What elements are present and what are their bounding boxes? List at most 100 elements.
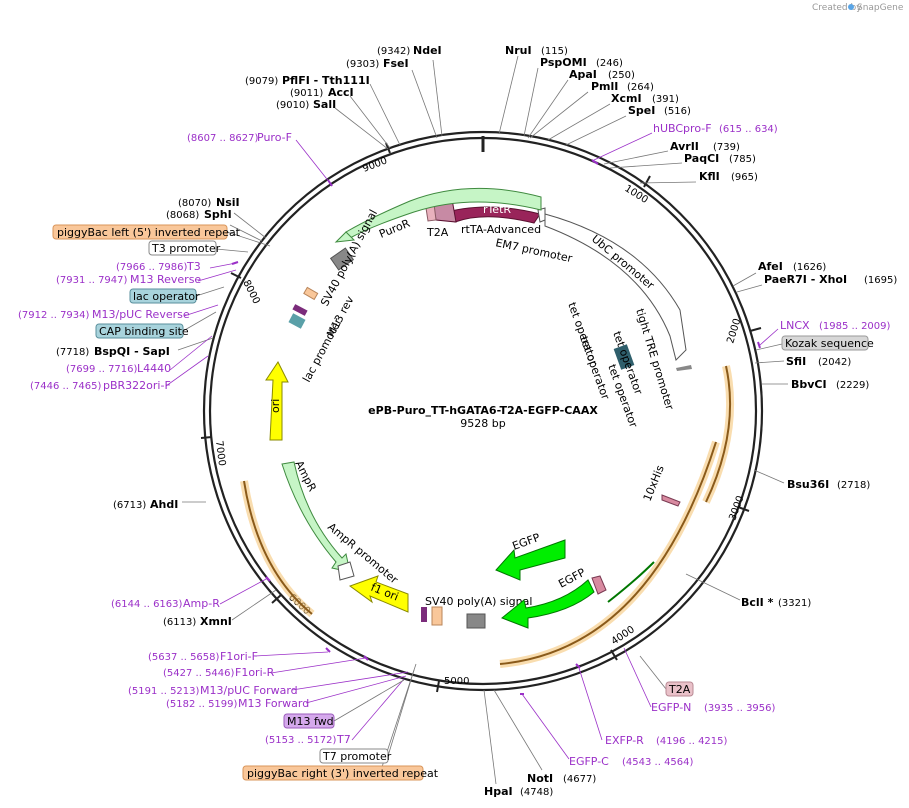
primer-amp-r-coord: (6144 .. 6163) (111, 599, 183, 610)
leader-paqci (609, 162, 683, 169)
primer-lncx-name: LNCX (780, 319, 810, 332)
primer-m13puc-rev-coord: (7912 .. 7934) (18, 310, 90, 321)
site-acci-name: AccI (328, 86, 354, 99)
credit-text: Created by (812, 3, 862, 13)
leader-m13puc-fwd (291, 671, 409, 691)
box-kozak: Kozak sequence (781, 335, 874, 351)
site-sphi-coord: (8068) (166, 210, 199, 221)
site-pspomi-coord: (246) (596, 58, 623, 69)
ori-label: ori (269, 399, 282, 413)
site-bcli-name: BclI * (741, 596, 774, 609)
his-tag-feature (661, 494, 681, 507)
site-ndei-coord: (9342) (377, 46, 410, 57)
piggybac-arc-bottom (499, 441, 717, 665)
leader-afei (732, 272, 757, 287)
rtetr-label: rTetR (483, 203, 511, 216)
primer-marks (231, 159, 761, 695)
box-leaders (182, 231, 783, 768)
primer-m13fwd-coord: (5182 .. 5199) (166, 699, 238, 710)
mark-f1ori-r (363, 655, 369, 661)
leader-f1ori-f (254, 651, 329, 657)
lac-promoter-label: lac promoter (300, 316, 345, 385)
site-sfii-name: SfiI (786, 355, 806, 368)
leader-pflfi (369, 83, 401, 146)
primer-f1ori-r-name: F1ori-R (235, 666, 275, 679)
egfp-feature-2 (501, 579, 595, 629)
rtetr-feature (438, 206, 541, 224)
ampr-feature (281, 461, 351, 573)
box-cap-site: CAP binding site (95, 323, 189, 339)
leader-t2a (639, 655, 667, 690)
site-avrii-coord: (739) (713, 142, 740, 153)
site-xmni-name: XmnI (200, 615, 232, 628)
plasmid-name: ePB-Puro_TT-hGATA6-T2A-EGFP-CAAX (368, 404, 598, 417)
leader-lac-operator (195, 286, 225, 297)
mark-hubcpro-f (591, 159, 599, 165)
tick-label-1000: 1000 (622, 183, 649, 206)
leader-xcmi (547, 103, 611, 141)
primer-egfp-n-coord: (3935 .. 3956) (704, 703, 776, 714)
site-noti-name: NotI (527, 772, 553, 785)
leader-m13fwd-box (333, 679, 405, 722)
primer-pbr322-name: pBR322ori-F (103, 379, 171, 392)
box-m13fwd: M13 fwd (283, 713, 335, 729)
t2a-label-top: T2A (426, 226, 449, 239)
leader-puro-f (295, 139, 331, 184)
leader-f1ori-r (270, 657, 367, 674)
primer-egfp-n-name: EGFP-N (651, 701, 691, 714)
ori-feature (265, 361, 289, 441)
box-t7-promoter-label: T7 promoter (322, 750, 392, 763)
site-bcli-coord: (3321) (778, 598, 811, 609)
box-t2a-label: T2A (668, 683, 691, 696)
leader-sali (334, 107, 389, 150)
leader-xmni (231, 589, 277, 621)
box-m13fwd-bg (283, 713, 335, 729)
site-pspomi-name: PspOMI (540, 56, 587, 69)
site-pmli-name: PmlI (591, 80, 618, 93)
leader-pmli (529, 91, 589, 139)
tick-label-8000: 8000 (240, 278, 261, 306)
tick-marks (200, 136, 762, 693)
primer-amp-r-name: Amp-R (183, 597, 220, 610)
site-nsii-coord: (8070) (178, 198, 211, 209)
box-piggybac-left-bg (52, 224, 228, 240)
site-spei-name: SpeI (628, 104, 655, 117)
ampr-promoter-feature (337, 561, 355, 581)
site-apai-coord: (250) (608, 70, 635, 81)
leader-piggybac-left (226, 231, 271, 247)
mark-amp-r (265, 576, 271, 582)
box-t2a-bg (665, 681, 694, 697)
leader-nrui (498, 55, 519, 135)
leader-acci (349, 95, 391, 149)
tick-2000 (749, 327, 762, 332)
leader-sphi (229, 224, 263, 242)
credit-brand: SnapGene (857, 3, 904, 13)
site-nrui-name: NruI (505, 44, 532, 57)
tick-7000 (200, 436, 213, 439)
egfp-feature-1 (495, 539, 566, 581)
leader-t3 (209, 262, 237, 269)
primer-m13fwd-name: M13 Forward (238, 697, 309, 710)
leader-egfp-n (623, 647, 652, 708)
tight-tre-feature (676, 365, 692, 371)
primer-l4440-name: L4440 (137, 362, 171, 375)
leader-xhoi (736, 284, 763, 293)
site-spei-coord: (516) (664, 106, 691, 117)
site-xhoi-name: PaeR7I - XhoI (764, 273, 847, 286)
t2a-feature-bottom (591, 575, 607, 595)
leader-kozak (755, 343, 783, 351)
box-t7-promoter-bg (319, 748, 389, 764)
primer-t7-name: T7 (336, 733, 351, 746)
box-kozak-label: Kozak sequence (785, 337, 874, 350)
site-sali-name: SalI (313, 98, 336, 111)
leader-m13rev (197, 269, 237, 282)
box-cap-site-bg (95, 323, 184, 339)
leader-nsii (233, 212, 267, 239)
tick-3000 (737, 506, 750, 512)
leader-t7 (351, 678, 405, 741)
lac-operator-feature (288, 313, 306, 329)
site-fsei-name: FseI (383, 57, 409, 70)
em7-label: EM7 promoter (494, 236, 573, 265)
piggybac-left-feature (303, 286, 319, 301)
